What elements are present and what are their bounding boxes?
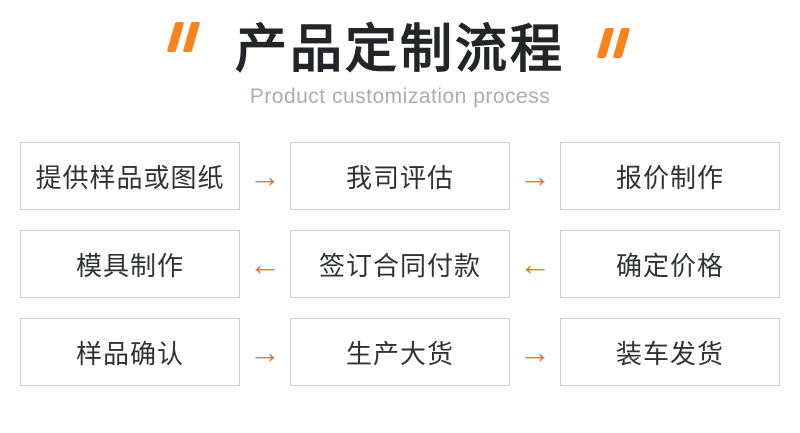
double-quote-icon — [166, 22, 201, 52]
step-mold-making: 模具制作 — [20, 230, 240, 298]
step-provide-sample-or-drawing: 提供样品或图纸 — [20, 142, 240, 210]
page-subtitle: Product customization process — [249, 85, 551, 108]
step-mass-production: 生产大货 — [290, 318, 510, 386]
arrow-left-icon: ← — [249, 246, 281, 282]
process-flow-grid: 提供样品或图纸 → 我司评估 → 报价制作 模具制作 ← 签订合同付款 ← 确定… — [20, 142, 780, 386]
step-sample-confirmation: 样品确认 — [20, 318, 240, 386]
double-quote-icon — [596, 28, 631, 58]
arrow-right-icon: → — [249, 334, 281, 370]
step-quotation-making: 报价制作 — [560, 142, 780, 210]
arrow-left-icon: ← — [519, 246, 551, 282]
step-sign-contract-payment: 签订合同付款 — [290, 230, 510, 298]
header: 产品定制流程 Product customization process — [0, 0, 800, 110]
arrow-right-icon: → — [249, 158, 281, 194]
step-company-evaluation: 我司评估 — [290, 142, 510, 210]
step-confirm-price: 确定价格 — [560, 230, 780, 298]
arrow-right-icon: → — [519, 334, 551, 370]
page-title: 产品定制流程 — [234, 21, 565, 79]
step-loading-shipment: 装车发货 — [560, 318, 780, 386]
arrow-right-icon: → — [519, 158, 551, 194]
